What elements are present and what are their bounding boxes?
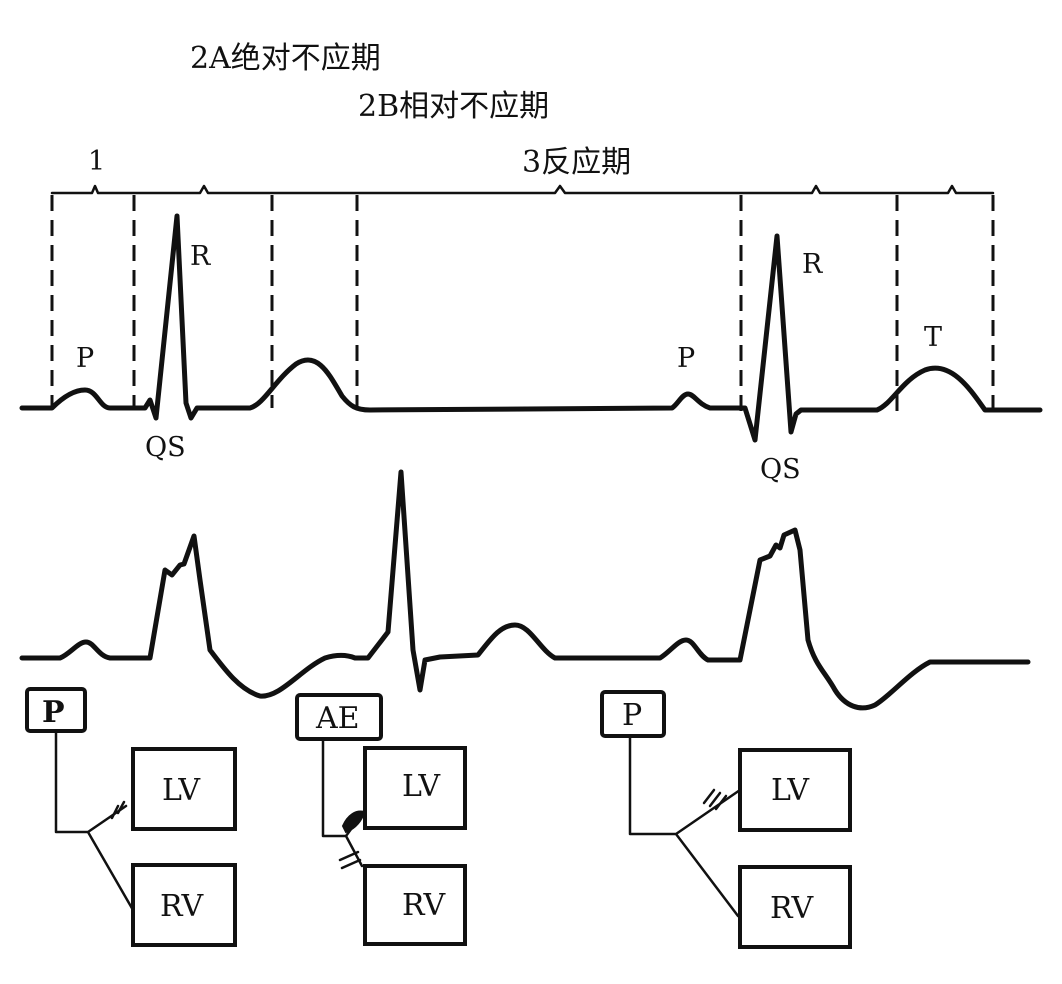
lead-wire (54, 729, 135, 912)
ecg-trace-bottom (19, 469, 1031, 711)
pacemaker-label: P (42, 695, 65, 730)
left-ventricle-box (738, 748, 852, 832)
pacing-diagram-left: P LV RV (25, 687, 237, 947)
left-ventricle-box (363, 746, 467, 830)
pacing-diagram-middle: AE LV RV (295, 693, 467, 946)
lead-wire (628, 734, 742, 918)
right-ventricle-label: RV (160, 889, 205, 924)
left-ventricle-box (131, 747, 237, 831)
lead-electrode-icon (702, 788, 728, 811)
label-p-wave: P (677, 343, 695, 374)
pacemaker-label: P (622, 698, 642, 733)
pacing-diagram-right: P LV RV (600, 690, 852, 949)
label-relative-refractory: 2B相对不应期 (358, 89, 549, 124)
right-ventricle-box (738, 865, 852, 949)
label-qs-complex: QS (760, 454, 801, 485)
label-p-wave: P (76, 343, 94, 374)
label-phase-1: 1 (88, 146, 105, 177)
lead-electrode-icon (338, 850, 362, 870)
label-reactive-period: 3反应期 (522, 145, 631, 180)
left-ventricle-label: LV (771, 773, 810, 808)
right-ventricle-label: RV (770, 891, 815, 926)
label-r-wave: R (802, 249, 823, 280)
right-ventricle-label: RV (402, 888, 447, 923)
lead-electrode-icon (110, 800, 126, 820)
lead-wire (321, 737, 367, 868)
pacemaker-box (600, 690, 666, 738)
label-qs-complex: QS (145, 432, 186, 463)
right-ventricle-box (363, 864, 467, 946)
pacemaker-box (295, 693, 383, 741)
lead-electrode-icon (341, 810, 366, 834)
timing-line (50, 184, 995, 195)
label-t-wave: T (924, 322, 942, 353)
left-ventricle-label: LV (402, 769, 441, 804)
left-ventricle-label: LV (162, 773, 201, 808)
ecg-trace-top (19, 213, 1043, 443)
label-r-wave: R (190, 241, 211, 272)
label-absolute-refractory: 2A绝对不应期 (190, 41, 381, 76)
right-ventricle-box (131, 863, 237, 947)
pacemaker-label: AE (315, 701, 360, 736)
